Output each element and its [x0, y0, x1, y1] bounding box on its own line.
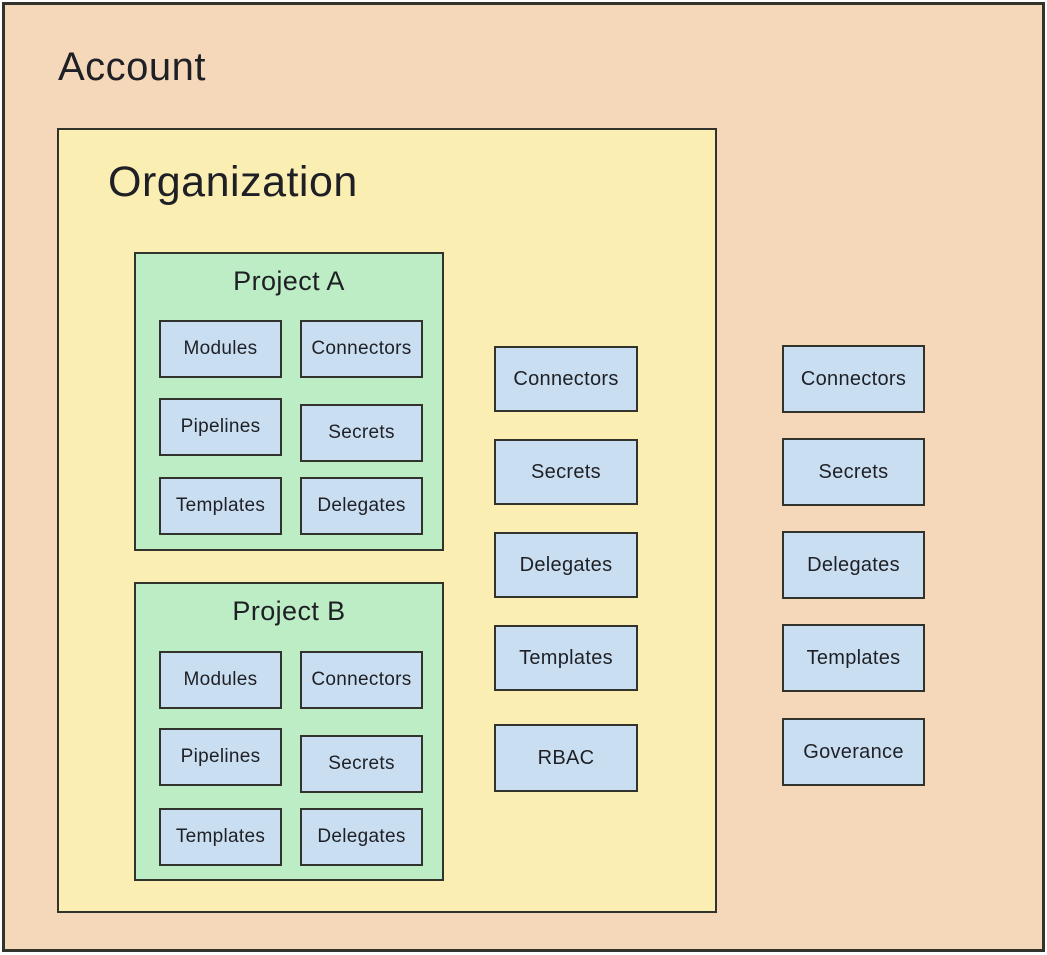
project-b-resource-templates: Templates: [159, 808, 282, 866]
org-resource-templates: Templates: [494, 625, 638, 691]
organization-label: Organization: [108, 158, 358, 206]
account-resource-delegates: Delegates: [782, 531, 925, 599]
project-a-box: Project A Modules Connectors Pipelines S…: [134, 252, 444, 551]
project-a-resource-modules: Modules: [159, 320, 282, 378]
project-a-resource-pipelines: Pipelines: [159, 398, 282, 456]
project-a-resource-secrets: Secrets: [300, 404, 423, 462]
project-b-resource-delegates: Delegates: [300, 808, 423, 866]
project-a-resource-connectors: Connectors: [300, 320, 423, 378]
account-label: Account: [58, 45, 207, 89]
org-resource-connectors: Connectors: [494, 346, 638, 412]
account-resource-connectors: Connectors: [782, 345, 925, 413]
org-resource-secrets: Secrets: [494, 439, 638, 505]
project-b-resource-secrets: Secrets: [300, 735, 423, 793]
project-b-resource-pipelines: Pipelines: [159, 728, 282, 786]
project-b-label: Project B: [232, 596, 346, 626]
account-resource-goverance: Goverance: [782, 718, 925, 786]
project-b-box: Project B Modules Connectors Pipelines S…: [134, 582, 444, 881]
org-resource-delegates: Delegates: [494, 532, 638, 598]
project-a-label: Project A: [233, 266, 345, 296]
account-resource-templates: Templates: [782, 624, 925, 692]
organization-scope-box: Organization Project A Modules Connector…: [57, 128, 717, 913]
project-a-resource-delegates: Delegates: [300, 477, 423, 535]
account-resource-secrets: Secrets: [782, 438, 925, 506]
project-b-resource-modules: Modules: [159, 651, 282, 709]
project-b-resource-connectors: Connectors: [300, 651, 423, 709]
org-resource-rbac: RBAC: [494, 724, 638, 792]
project-a-resource-templates: Templates: [159, 477, 282, 535]
